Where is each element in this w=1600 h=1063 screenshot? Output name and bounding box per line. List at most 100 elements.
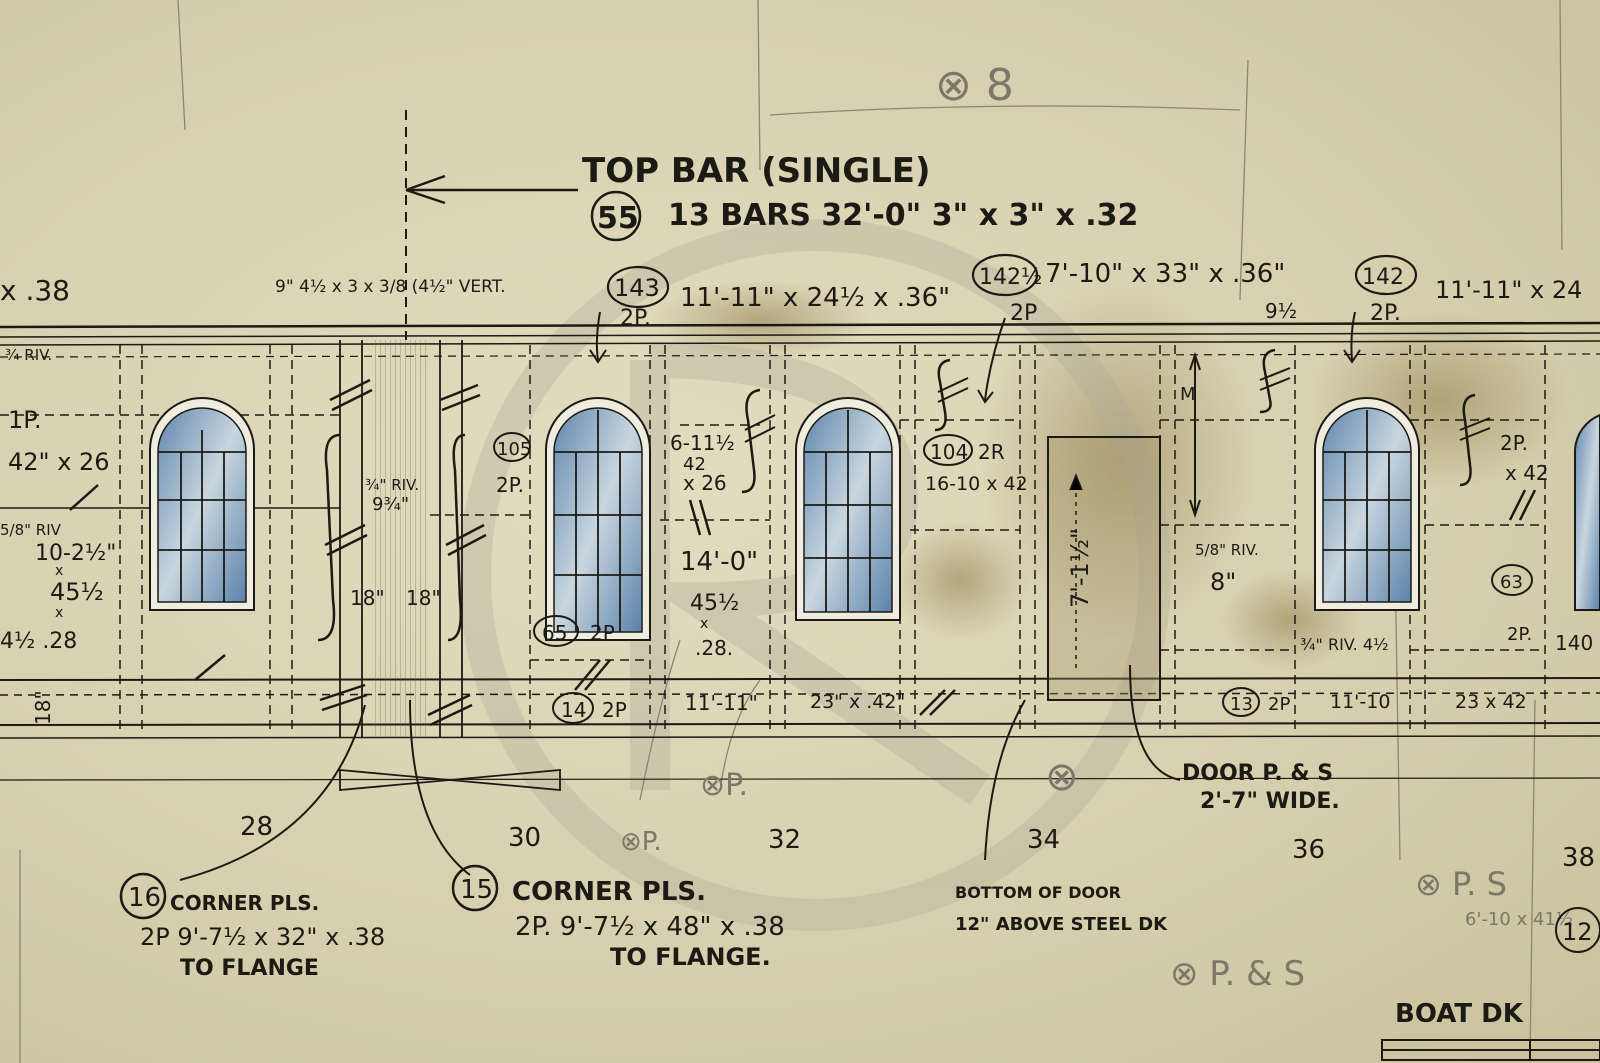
- window: [545, 397, 651, 641]
- label-14-dim2: 23" x .42": [810, 691, 905, 713]
- callout-15-line2: 2P. 9'-7½ x 48" x .38: [515, 912, 785, 942]
- label-riv58b: 5/8" RIV.: [1195, 541, 1259, 559]
- beam-marker: [339, 769, 561, 791]
- circle-142: [1354, 254, 1418, 296]
- label-1p-dim: 42" x 26: [8, 448, 110, 476]
- label-912: 9½: [1265, 299, 1297, 323]
- door-outline: [1047, 436, 1161, 701]
- label-45b: 45½: [690, 591, 739, 616]
- label-dim10: 10-2½": [35, 541, 116, 566]
- label-143-dim: 11'-11" x 24½ x .36": [680, 283, 950, 313]
- label-dim42: 4½ .28: [0, 629, 77, 654]
- callout-15-line1: CORNER PLS.: [512, 877, 706, 907]
- circle-104-label: 104: [930, 440, 968, 464]
- circle-63-label: 63: [1500, 572, 1523, 593]
- label-dim45: 45½: [50, 578, 104, 606]
- label-143-sub: 2P.: [620, 306, 651, 331]
- door-dimension: [1069, 472, 1083, 670]
- bottom-note-line2: 12" ABOVE STEEL DK: [955, 914, 1168, 935]
- door-note-line1: DOOR P. & S: [1182, 761, 1333, 786]
- callout-16-line2: 2P 9'-7½ x 32" x .38: [140, 923, 385, 951]
- label-105-sub: 2P.: [496, 473, 524, 497]
- frame-32: 32: [768, 825, 801, 855]
- stain: [650, 280, 870, 360]
- riv-left: ¾ RIV.: [5, 346, 52, 364]
- label-p9: 9" 4½ x 3 x 3/8 (4½" VERT.: [275, 277, 506, 297]
- label-x3: x: [700, 616, 708, 632]
- label-65-sub: 2P: [590, 621, 615, 645]
- label-104-sub: 2R: [978, 440, 1005, 464]
- frame-38: 38: [1562, 843, 1595, 873]
- label-140: 14'-0": [680, 547, 758, 577]
- circle-65: [533, 615, 579, 647]
- label-2p-dim: x 42: [1505, 461, 1549, 485]
- label-p38: x .38: [0, 274, 70, 307]
- pencil-op2: ⊗P.: [620, 827, 662, 857]
- callout-16-line1: CORNER PLS.: [170, 891, 319, 915]
- top-bar-spec: 13 BARS 32'-0" 3" x 3" x .32: [668, 198, 1138, 233]
- pencil-ps2-sub: 6'-10 x 41½: [1465, 909, 1573, 930]
- window-partial: [1574, 413, 1600, 611]
- door-height: 7'-1½": [1066, 528, 1094, 608]
- window: [1314, 397, 1420, 611]
- boat-deck-lines: [1381, 1039, 1600, 1061]
- part-number: 55: [597, 201, 639, 236]
- stain: [890, 520, 1030, 640]
- label-1p: 1P.: [8, 406, 42, 434]
- label-1425-sub: 2P: [1010, 301, 1037, 326]
- label-18a: 18": [350, 586, 385, 610]
- callout-16-line3: TO FLANGE: [180, 956, 319, 981]
- label-142-dim: 11'-11" x 24: [1435, 276, 1582, 304]
- circle-143-label: 143: [614, 274, 660, 302]
- label-m: M: [1180, 384, 1196, 405]
- circle-1425: [971, 253, 1039, 297]
- top-bar-title: TOP BAR (SINGLE): [582, 151, 931, 191]
- tick-marks: [69, 378, 1537, 727]
- top-bar-arrow: [405, 174, 578, 205]
- label-26: x 26: [683, 471, 727, 495]
- label-1425-dim: 7'-10" x 33" x .36": [1045, 259, 1285, 289]
- circle-16-label: 16: [128, 883, 161, 913]
- label-13-dim2: 23 x 42: [1455, 691, 1527, 713]
- curve-crossbars: [744, 367, 1491, 443]
- circle-15-label: 15: [460, 875, 493, 905]
- label-1610: 16-10 x 42: [925, 473, 1028, 495]
- label-63-sub: 2P.: [1507, 624, 1532, 645]
- callout-15-line3: TO FLANGE.: [610, 943, 771, 971]
- pencil-top: ⊗ 8: [935, 60, 1014, 111]
- door-note-line2: 2'-7" WIDE.: [1200, 789, 1340, 814]
- circle-16: [119, 872, 167, 920]
- circle-15: [451, 864, 499, 912]
- pencil-dollar: ⊗: [1045, 754, 1079, 800]
- boat-deck-label: BOAT DK: [1395, 999, 1524, 1029]
- circle-63: [1491, 564, 1533, 596]
- window: [149, 397, 255, 611]
- label-14-dim: 11'-11": [685, 691, 758, 715]
- pencil-lines: [19, 0, 1563, 1063]
- frame-30: 30: [508, 823, 541, 853]
- label-28: .28.: [695, 636, 733, 660]
- window: [795, 397, 901, 621]
- label-13-dim: 11'-10: [1330, 691, 1390, 713]
- label-riv34b: ¾" RIV. 4½: [1300, 635, 1389, 654]
- label-riv34: ¾" RIV.: [365, 476, 419, 494]
- pencil-op: ⊗P.: [700, 768, 748, 803]
- circle-143: [606, 265, 670, 309]
- label-18-left: 18": [31, 690, 55, 725]
- circle-142-label: 142: [1362, 265, 1404, 290]
- label-611: 6-11½: [670, 431, 735, 455]
- frame-34: 34: [1027, 825, 1060, 855]
- circle-13: [1222, 687, 1260, 717]
- circle-105: [493, 432, 531, 462]
- label-dimx: x: [55, 563, 63, 579]
- structure-lines: [0, 321, 1600, 781]
- label-18b: 18": [406, 586, 441, 610]
- hatched-strip: [372, 340, 430, 738]
- label-riv58: 5/8" RIV: [0, 521, 62, 539]
- pencil-ps1: ⊗ P. & S: [1170, 954, 1305, 994]
- part-circle: [590, 190, 642, 242]
- circle-13-label: 13: [1230, 694, 1253, 715]
- circle-1425-label: 142½: [979, 265, 1042, 290]
- label-142-sub: 2P.: [1370, 301, 1401, 326]
- frame-28: 28: [240, 812, 273, 842]
